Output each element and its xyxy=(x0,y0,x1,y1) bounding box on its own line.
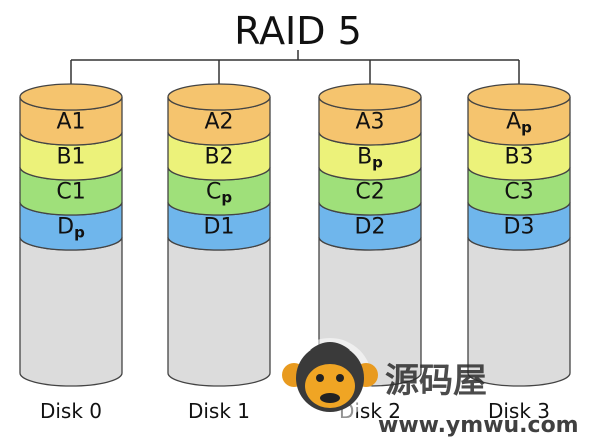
diagram-title: RAID 5 xyxy=(234,9,362,53)
block-label: B2 xyxy=(204,145,233,170)
watermark: 源码屋 www.ymwu.com xyxy=(282,338,579,438)
block-label: C1 xyxy=(56,180,85,205)
block-label: A2 xyxy=(204,110,233,135)
block-label: C2 xyxy=(355,180,384,205)
block-label: B1 xyxy=(56,145,85,170)
block-label: A3 xyxy=(355,110,384,135)
block-label: Ap xyxy=(506,110,532,137)
block-label: D3 xyxy=(504,215,535,240)
monkey-logo-icon xyxy=(282,338,378,422)
disk-top-cap xyxy=(167,83,271,111)
block-label: Dp xyxy=(57,215,85,242)
disk-label: Disk 3 xyxy=(488,399,550,423)
disk-empty-space xyxy=(167,236,271,387)
disk-top-cap xyxy=(318,83,422,111)
disk-label: Disk 0 xyxy=(40,399,102,423)
watermark-url-text: www.ymwu.com xyxy=(378,413,579,438)
block-label: Bp xyxy=(357,145,383,172)
block-label: A1 xyxy=(56,110,85,135)
block-label: D1 xyxy=(204,215,235,240)
block-label: Cp xyxy=(206,180,232,207)
controller-bus xyxy=(70,50,520,84)
watermark-chinese-text: 源码屋 xyxy=(385,361,487,401)
block-label: D2 xyxy=(355,215,386,240)
disk-label: Disk 1 xyxy=(188,399,250,423)
disk-top-cap xyxy=(467,83,571,111)
disk-top-cap xyxy=(19,83,123,111)
block-label: C3 xyxy=(504,180,533,205)
disk-empty-space xyxy=(19,236,123,387)
block-label: B3 xyxy=(504,145,533,170)
